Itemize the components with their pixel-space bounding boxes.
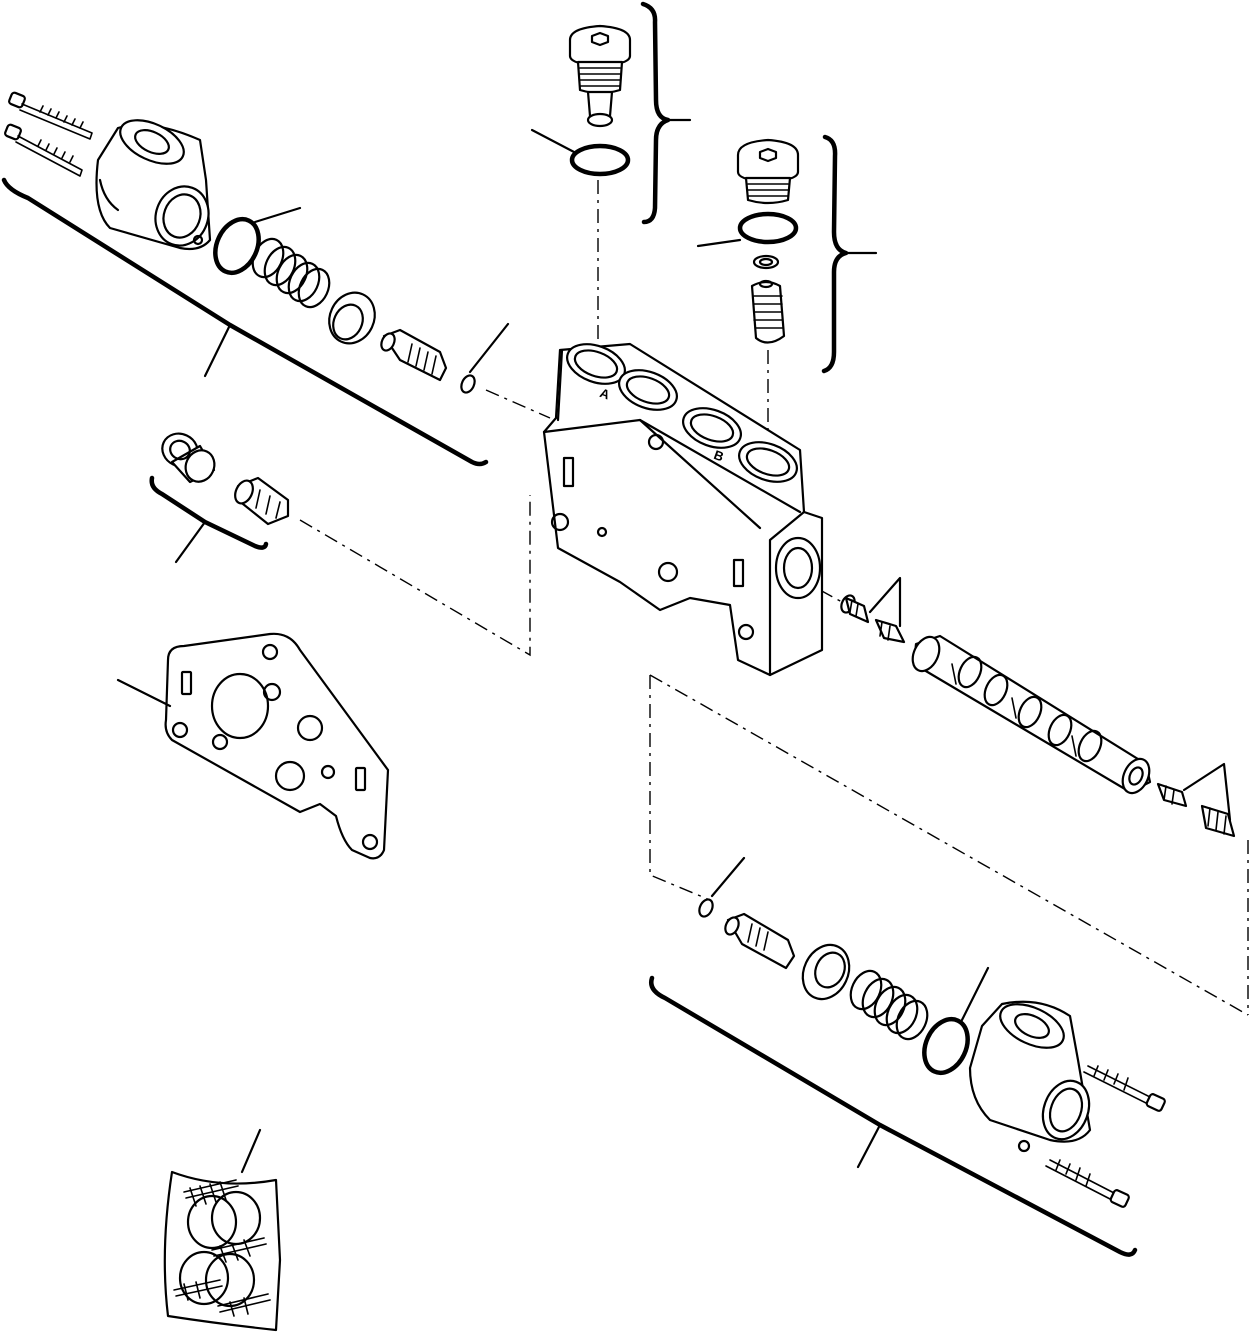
center-lines xyxy=(299,180,1249,1016)
right-o-ring xyxy=(922,966,990,1075)
left-end-cap xyxy=(95,119,212,251)
right-spring-seat xyxy=(801,943,851,1001)
lower-o-ring xyxy=(696,211,799,248)
brace-upper-relief-valve xyxy=(640,1,692,225)
gasket-plate xyxy=(116,632,390,860)
right-spool-end xyxy=(724,912,796,970)
valve-section-body: A B xyxy=(542,342,824,677)
lower-relief-poppet xyxy=(750,279,786,344)
lower-relief-seat xyxy=(752,254,780,270)
bracket-left-end-cap-assembly xyxy=(1,177,489,467)
left-bolt-upper xyxy=(8,91,93,140)
right-small-ring xyxy=(698,856,746,918)
check-valve-plug xyxy=(161,432,216,484)
left-spool-end xyxy=(380,328,448,382)
brace-lower-relief-valve xyxy=(821,134,878,374)
left-spring xyxy=(251,237,331,309)
right-spring xyxy=(849,969,929,1041)
right-end-cap xyxy=(968,1000,1092,1153)
bracket-right-end-cap-assembly xyxy=(649,975,1138,1257)
seal-kit-bag xyxy=(163,1128,282,1332)
lower-relief-valve xyxy=(736,138,800,205)
left-spring-seat xyxy=(328,291,376,345)
upper-o-ring xyxy=(530,128,631,177)
bracket-check-valve-assembly xyxy=(149,475,269,564)
check-valve-poppet xyxy=(234,476,290,526)
left-small-ring xyxy=(460,322,510,394)
left-bolt-lower xyxy=(4,123,83,177)
detent-parts-upper xyxy=(840,576,906,644)
detent-parts-lower xyxy=(1156,762,1236,838)
right-bolt-upper xyxy=(1083,1065,1166,1112)
upper-relief-valve xyxy=(568,24,632,128)
main-spool xyxy=(911,634,1152,795)
right-bolt-lower xyxy=(1045,1159,1130,1208)
